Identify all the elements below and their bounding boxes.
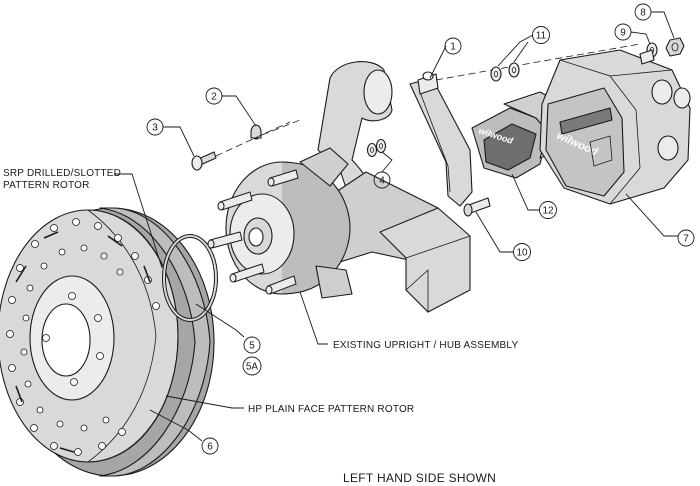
svg-text:5A: 5A — [246, 362, 259, 373]
svg-text:5: 5 — [249, 341, 255, 352]
label-hp-rotor: HP PLAIN FACE PATTERN ROTOR — [248, 404, 414, 415]
svg-text:4: 4 — [379, 176, 385, 187]
bracket-washers — [490, 62, 520, 82]
svg-text:3: 3 — [152, 123, 158, 134]
wheel-studs — [207, 169, 299, 295]
callout-12: 12 — [539, 201, 557, 219]
callout-1: 1 — [444, 37, 462, 55]
leader-lines — [114, 11, 678, 442]
callout-5: 5 — [243, 336, 261, 354]
svg-text:2: 2 — [211, 92, 217, 103]
svg-text:10: 10 — [516, 248, 528, 259]
callout-8: 8 — [634, 3, 652, 21]
callout-2: 2 — [205, 87, 223, 105]
svg-text:12: 12 — [542, 206, 554, 217]
rotor-lug-holes — [42, 292, 104, 386]
svg-text:11: 11 — [536, 31, 547, 42]
callout-5a: 5A — [242, 356, 262, 376]
svg-text:9: 9 — [620, 28, 626, 39]
svg-text:7: 7 — [683, 234, 689, 245]
shim-washers — [366, 138, 387, 158]
svg-text:6: 6 — [207, 442, 213, 453]
caption-left-hand-side: LEFT HAND SIDE SHOWN — [343, 471, 496, 485]
callout-9: 9 — [614, 23, 632, 41]
callout-11: 11 — [532, 26, 550, 44]
callout-3: 3 — [146, 118, 164, 136]
rotor-slots — [15, 231, 151, 453]
svg-text:1: 1 — [450, 42, 456, 53]
drilled-holes — [6, 218, 160, 456]
spacer — [250, 124, 262, 140]
callout-4: 4 — [373, 171, 391, 189]
mounting-bolt — [191, 151, 217, 171]
callout-7: 7 — [677, 229, 695, 247]
upright-hub-assembly — [207, 61, 471, 313]
rotor — [0, 207, 215, 477]
callout-6: 6 — [201, 437, 219, 455]
label-srp-rotor-line1: SRP DRILLED/SLOTTED — [3, 168, 121, 179]
caliper: wilwood — [539, 49, 691, 205]
hub-o-ring — [162, 234, 218, 322]
callout-10: 10 — [513, 243, 531, 261]
label-srp-rotor-line2: PATTERN ROTOR — [3, 180, 90, 191]
label-upright-hub: EXISTING UPRIGHT / HUB ASSEMBLY — [333, 340, 518, 351]
caliper-nut — [665, 37, 685, 57]
svg-text:8: 8 — [640, 8, 646, 19]
